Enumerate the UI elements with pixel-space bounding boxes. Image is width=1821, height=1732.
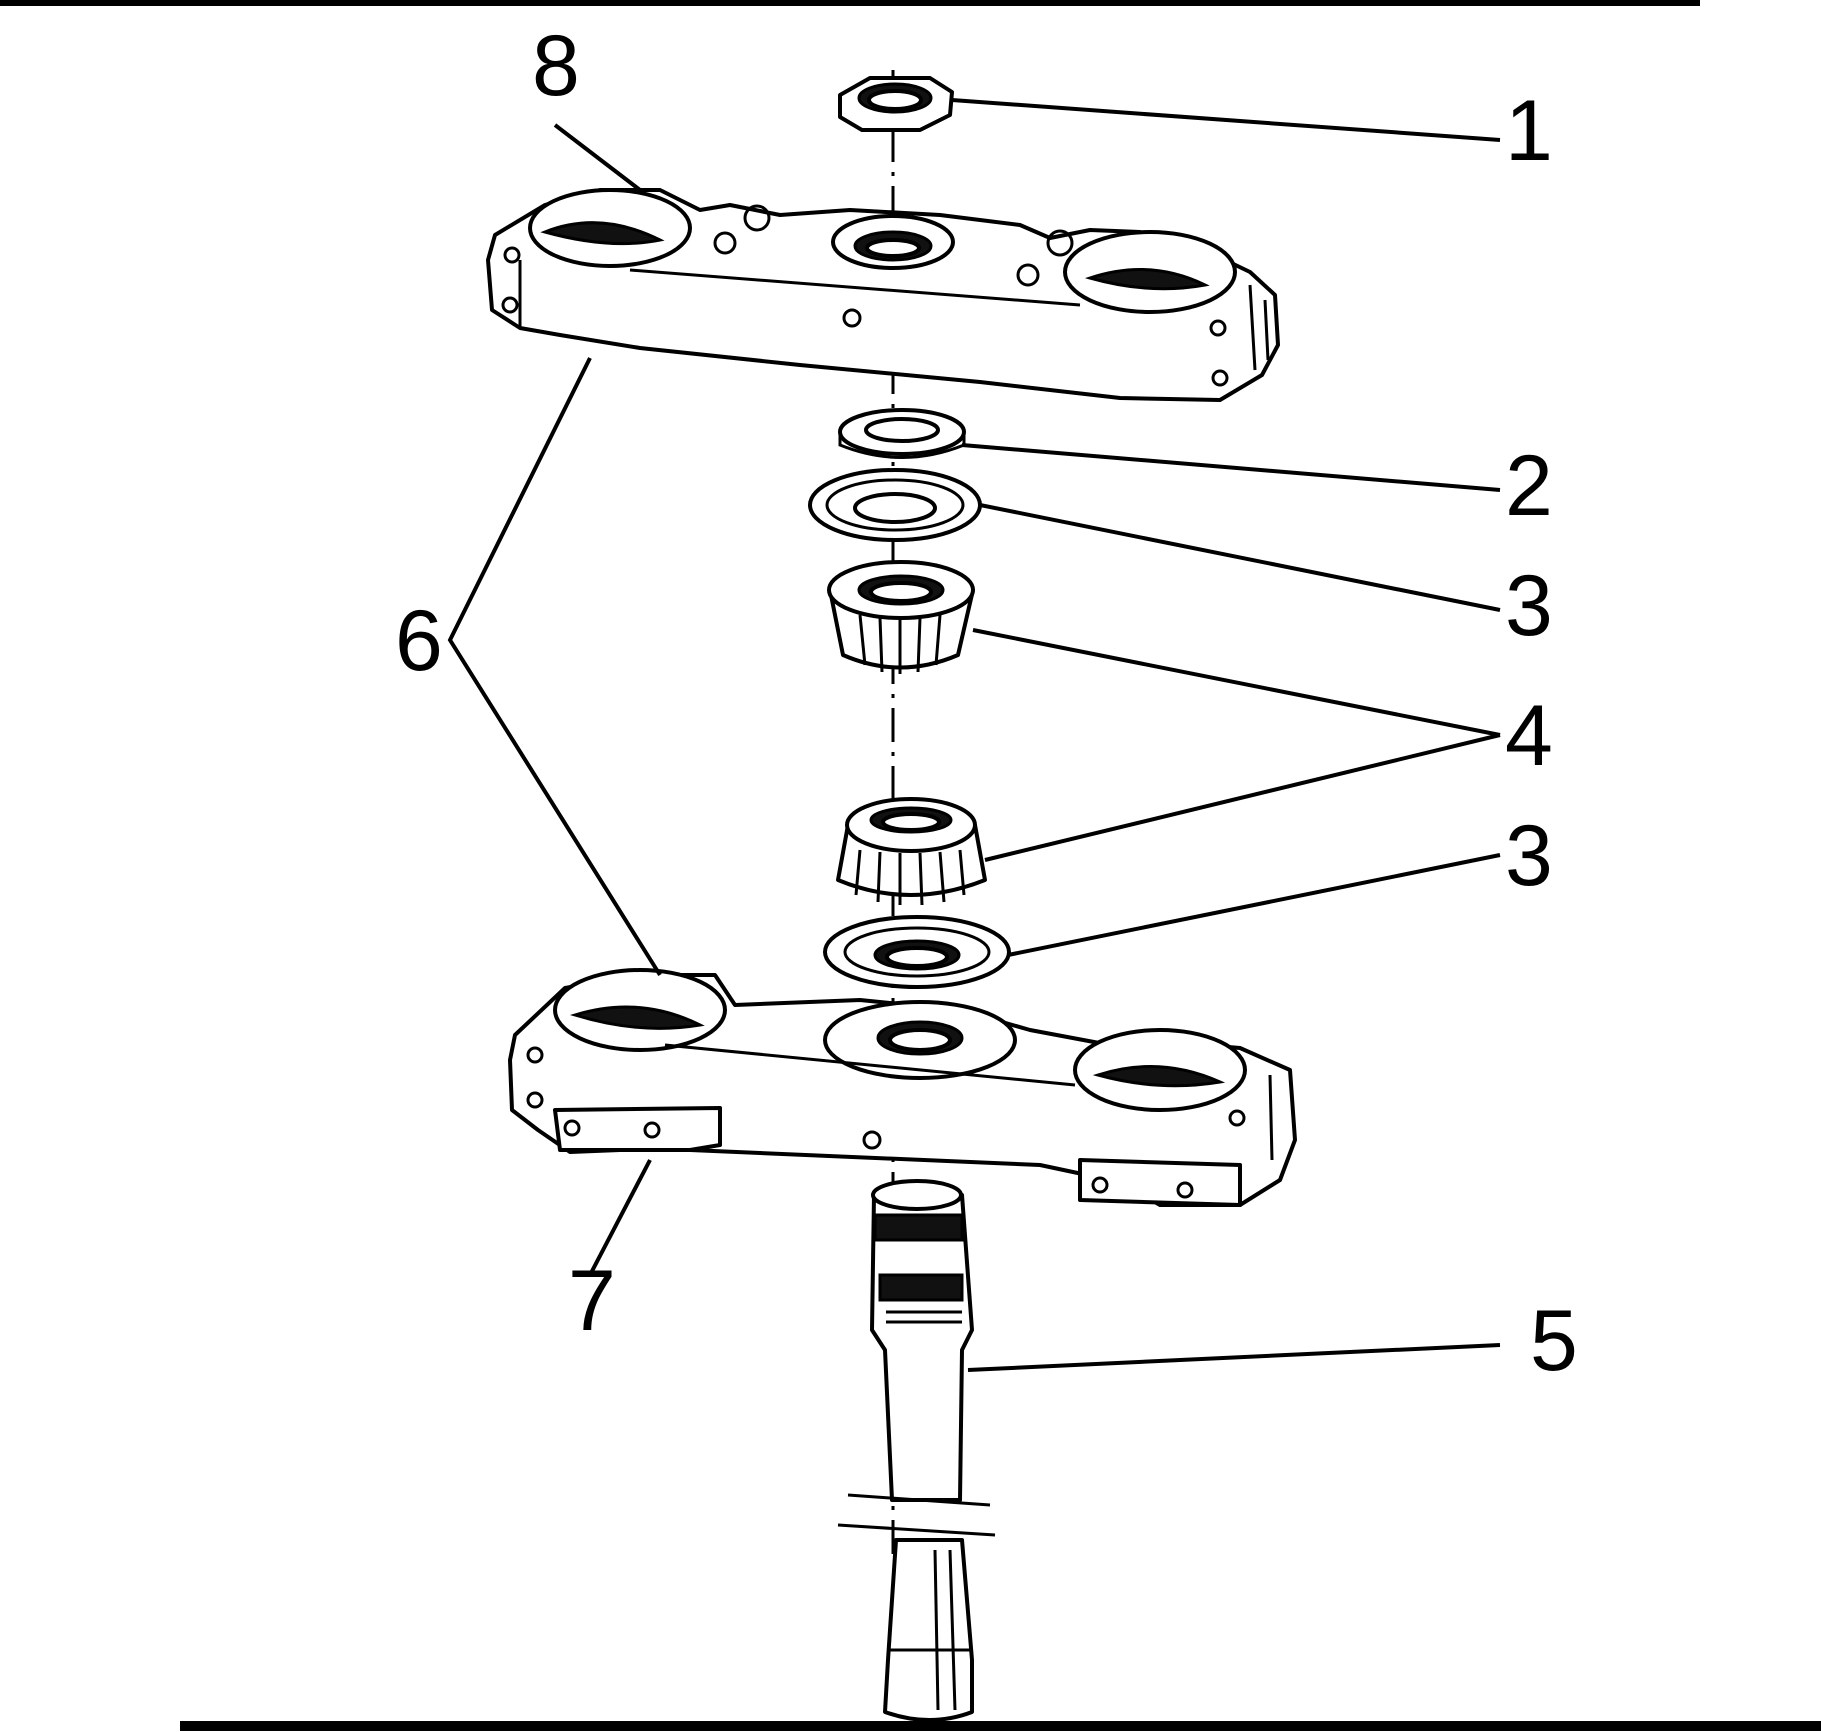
callout-6: 6 [395, 593, 443, 689]
callout-8: 8 [532, 18, 580, 114]
callout-3-upper: 3 [1505, 558, 1553, 654]
callout-3-lower: 3 [1505, 808, 1553, 904]
leader-3-lower [1007, 853, 1501, 957]
leader-6 [447, 357, 662, 977]
lower-bearing-race [823, 915, 1011, 989]
leader-4-upper [972, 628, 1501, 737]
upper-triple-clamp [486, 188, 1280, 402]
leader-2 [961, 443, 1501, 492]
lower-roller-bearing [836, 797, 987, 906]
callout-2: 2 [1505, 438, 1553, 534]
callout-7: 7 [568, 1253, 616, 1349]
callout-1: 1 [1505, 83, 1553, 179]
leader-1 [951, 98, 1501, 142]
lower-triple-clamp [508, 968, 1297, 1207]
leader-8 [553, 123, 642, 192]
leader-5 [967, 1343, 1501, 1372]
steering-stem [837, 1179, 996, 1722]
upper-bearing-race [808, 468, 982, 542]
leader-7 [588, 1159, 652, 1276]
leader-4-lower [984, 733, 1501, 862]
upper-roller-bearing [827, 560, 975, 674]
callout-4: 4 [1505, 688, 1553, 784]
leader-3-upper [979, 503, 1501, 612]
callout-5: 5 [1530, 1293, 1578, 1389]
adjusting-ring-nut [838, 408, 966, 459]
stem-nut [838, 76, 954, 132]
